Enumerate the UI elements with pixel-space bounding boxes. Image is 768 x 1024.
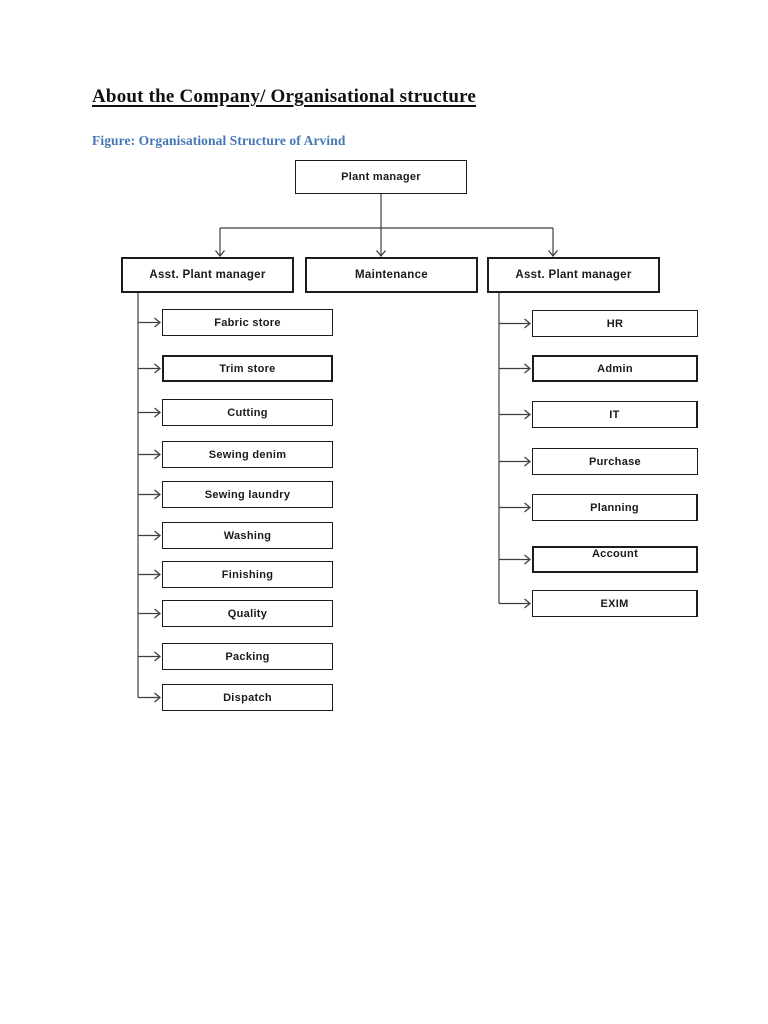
org-box-label: Account [591, 548, 639, 560]
org-box-quality: Quality [162, 600, 333, 627]
org-box-label: Fabric store [214, 316, 281, 329]
org-box-hr: HR [532, 310, 698, 337]
org-box-label: Admin [597, 362, 633, 375]
org-box-account: Account [532, 546, 698, 573]
org-box-label: Asst. Plant manager [149, 269, 266, 281]
org-box-label: Planning [590, 501, 639, 514]
org-box-it: IT [532, 401, 698, 428]
org-box-label: Cutting [227, 406, 268, 419]
org-box-label: Quality [227, 607, 268, 620]
org-box-asst-plant-manager-left: Asst. Plant manager [121, 257, 294, 293]
org-box-label: Sewing denim [208, 448, 287, 461]
org-box-label: Sewing laundry [204, 488, 291, 501]
org-box-finishing: Finishing [162, 561, 333, 588]
org-box-dispatch: Dispatch [162, 684, 333, 711]
org-box-purchase: Purchase [532, 448, 698, 475]
figure-caption: Figure: Organisational Structure of Arvi… [92, 133, 346, 148]
org-box-packing: Packing [162, 643, 333, 670]
org-box-label: Maintenance [355, 269, 428, 281]
org-box-fabric-store: Fabric store [162, 309, 333, 336]
org-box-sewing-laundry: Sewing laundry [162, 481, 333, 508]
org-box-label: Asst. Plant manager [515, 269, 632, 281]
org-box-label: Washing [223, 529, 272, 542]
org-box-label: Trim store [219, 362, 276, 375]
org-box-cutting: Cutting [162, 399, 333, 426]
org-box-label: Packing [225, 650, 270, 663]
org-box-label: Finishing [221, 568, 274, 581]
org-box-sewing-denim: Sewing denim [162, 441, 333, 468]
org-box-exim: EXIM [532, 590, 698, 617]
org-box-label: Purchase [589, 455, 641, 468]
org-box-planning: Planning [532, 494, 698, 521]
org-box-maintenance: Maintenance [305, 257, 478, 293]
org-box-plant-manager: Plant manager [295, 160, 467, 194]
org-box-label: HR [606, 317, 624, 330]
org-box-label: IT [609, 408, 620, 421]
org-box-asst-plant-manager-right: Asst. Plant manager [487, 257, 660, 293]
org-box-trim-store: Trim store [162, 355, 333, 382]
org-box-admin: Admin [532, 355, 698, 382]
page-title: About the Company/ Organisational struct… [92, 86, 477, 107]
org-box-label: Dispatch [223, 691, 272, 704]
org-box-label: Plant manager [341, 171, 421, 183]
org-box-washing: Washing [162, 522, 333, 549]
org-box-label: EXIM [600, 597, 629, 610]
